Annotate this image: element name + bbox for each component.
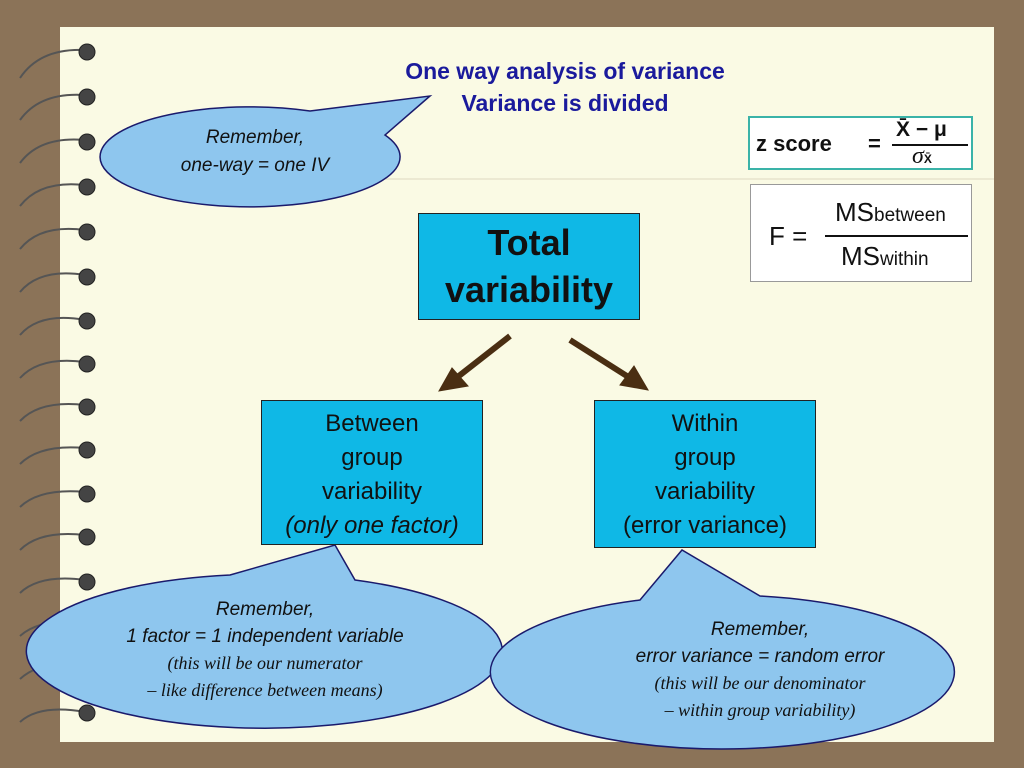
within-group-box: Within group variability (error variance…	[594, 400, 816, 548]
z-score-formula: z score = X̄ − μ σX̄	[748, 116, 973, 170]
between-line-2: group	[341, 444, 403, 471]
between-group-box: Between group variability (only one fact…	[261, 400, 483, 545]
z-score-numerator: X̄ − μ	[896, 118, 947, 141]
f-fraction-bar	[825, 235, 968, 237]
spiral-binding	[19, 43, 96, 723]
z-score-equals: =	[868, 131, 881, 156]
bubble-top-line-1: Remember,	[205, 127, 305, 148]
bubble-left-line-2: 1 factor = 1 independent variable	[126, 626, 404, 647]
bubble-top-text: Remember, one-way = one IV	[140, 124, 370, 180]
total-line-2: variability	[444, 269, 614, 310]
bubble-right-text: Remember, error variance = random error …	[555, 616, 965, 724]
bubble-top-line-2: one-way = one IV	[180, 155, 330, 176]
bubble-left-text: Remember, 1 factor = 1 independent varia…	[60, 596, 470, 704]
z-score-denominator: σX̄	[912, 143, 932, 169]
bubble-left-line-3: (this will be our numerator	[167, 653, 363, 673]
z-score-label: z score	[756, 131, 832, 156]
total-line-1: Total	[487, 222, 571, 263]
bubble-right-line-4: – within group variability)	[664, 700, 856, 720]
z-fraction-bar	[892, 144, 968, 146]
within-line-3: variability	[654, 478, 756, 505]
f-ratio-denominator: MSwithin	[841, 241, 929, 271]
bubble-right-line-2: error variance = random error	[635, 646, 885, 667]
bubble-right-line-3: (this will be our denominator	[654, 673, 866, 693]
title-line-2: Variance is divided	[461, 90, 669, 116]
f-ratio-label: F =	[769, 221, 808, 251]
title-line-1: One way analysis of variance	[405, 58, 725, 84]
between-line-1: Between	[325, 410, 419, 437]
within-line-4: (error variance)	[622, 512, 788, 539]
between-line-3: variability	[321, 478, 423, 505]
between-line-4: (only one factor)	[285, 512, 459, 539]
f-ratio-numerator: MSbetween	[835, 197, 946, 227]
f-ratio-formula: F = MSbetween MSwithin	[750, 184, 972, 282]
bubble-left-line-4: – like difference between means)	[147, 680, 383, 700]
total-variability-box: Total variability	[418, 213, 640, 320]
within-line-1: Within	[671, 410, 739, 437]
within-line-2: group	[674, 444, 736, 471]
bubble-right-line-1: Remember,	[710, 619, 810, 640]
page-title: One way analysis of variance Variance is…	[330, 55, 800, 119]
bubble-left-line-1: Remember,	[215, 599, 315, 620]
